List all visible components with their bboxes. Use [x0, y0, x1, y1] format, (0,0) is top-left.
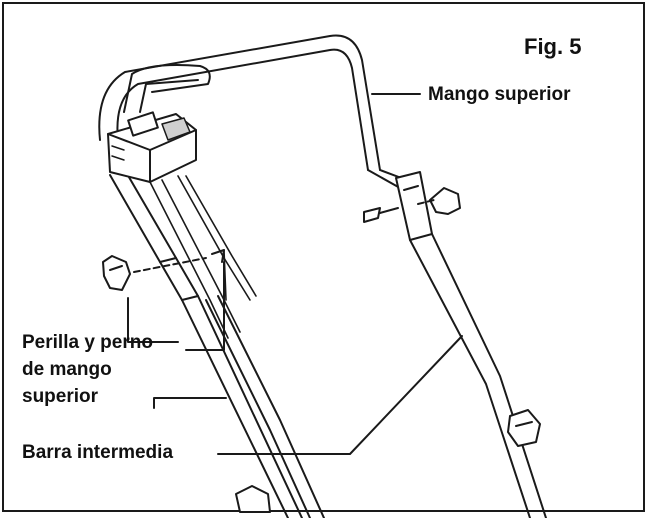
bottom-left-knob — [235, 485, 271, 513]
bail-bar — [123, 64, 211, 113]
leader-intermediate — [217, 335, 463, 455]
callout-leaders — [127, 93, 463, 455]
callout-middle-bar: Barra intermedia — [22, 442, 174, 463]
leader-knob — [127, 297, 179, 343]
upper-handle-drawing — [98, 34, 413, 189]
switch-box — [107, 111, 197, 183]
right-lower-knob — [507, 409, 541, 447]
callout-knob-bolt-line3: superior — [22, 386, 99, 407]
figure-label: Fig. 5 — [524, 34, 582, 59]
right-lower-bar — [409, 233, 547, 518]
right-bracket — [395, 171, 433, 241]
left-knob-and-bolt — [102, 249, 227, 301]
cables — [149, 175, 257, 339]
right-knob-and-bolt — [363, 187, 461, 223]
leader-bolt — [185, 261, 225, 351]
leader-middle-bar — [153, 397, 227, 409]
callout-upper-handle: Mango superior — [428, 84, 571, 105]
callout-knob-bolt-line1: Perilla y perno — [22, 332, 153, 353]
left-middle-bar — [181, 295, 325, 518]
left-upper-tube — [109, 171, 199, 301]
callout-knob-bolt-line2: de mango — [22, 359, 112, 380]
